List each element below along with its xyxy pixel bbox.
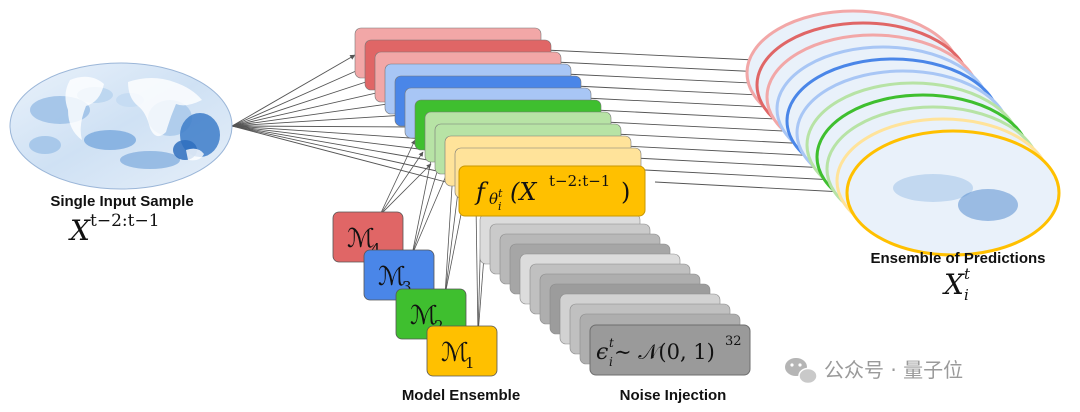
output-arrow bbox=[634, 157, 828, 171]
output-arrow bbox=[614, 133, 812, 147]
model-index: 4 bbox=[371, 240, 381, 258]
input-arrow bbox=[231, 125, 426, 142]
output-arrow bbox=[604, 121, 804, 135]
svg-text:(X: (X bbox=[510, 178, 537, 206]
model-tile-4: ℳ4 bbox=[332, 211, 404, 263]
svg-text:i: i bbox=[964, 286, 969, 304]
model-index: 1 bbox=[465, 354, 475, 372]
model-index: 3 bbox=[402, 278, 412, 296]
function-box: f θ t i (X t−2:t−1 ) bbox=[458, 165, 646, 217]
noise-injection-caption: Noise Injection bbox=[620, 387, 727, 404]
output-arrow bbox=[654, 181, 844, 195]
continent-australia bbox=[186, 148, 204, 161]
svg-text:t: t bbox=[498, 187, 503, 200]
svg-text:θ: θ bbox=[489, 190, 498, 208]
input-map bbox=[9, 62, 233, 190]
output-arrow bbox=[574, 85, 780, 99]
model-symbol: ℳ bbox=[347, 224, 375, 254]
svg-text:i: i bbox=[498, 200, 502, 213]
svg-text:32: 32 bbox=[725, 334, 742, 349]
weather-pattern bbox=[84, 130, 136, 150]
model-symbol: ℳ bbox=[441, 338, 469, 368]
svg-text:t−2:t−1: t−2:t−1 bbox=[549, 172, 610, 190]
input-arrow bbox=[231, 89, 386, 127]
svg-text:X: X bbox=[942, 268, 965, 301]
prediction-map bbox=[845, 129, 1061, 257]
input-arrow bbox=[231, 124, 416, 130]
input-arrow bbox=[231, 112, 406, 127]
input-arrow bbox=[231, 125, 446, 165]
noise-formula-box: ϵ t i ∼ 𝒩(0, 1) 32 bbox=[589, 324, 751, 376]
input-arrow bbox=[231, 125, 466, 189]
model-arrow bbox=[379, 163, 432, 216]
model-arrow bbox=[379, 151, 424, 216]
svg-text:∼ 𝒩(0, 1): ∼ 𝒩(0, 1) bbox=[614, 340, 715, 364]
continent-americas bbox=[65, 76, 104, 140]
svg-text:t: t bbox=[964, 265, 971, 283]
model-arrow bbox=[411, 163, 452, 256]
continent-eurasia-africa bbox=[128, 78, 202, 137]
model-tile-1: ℳ1 bbox=[426, 325, 498, 377]
input-arrow bbox=[231, 101, 396, 127]
input-caption: Single Input Sample bbox=[50, 193, 193, 210]
model-ensemble-tiles: ℳ4ℳ3ℳ2ℳ1 bbox=[332, 211, 498, 377]
predictions-caption: Ensemble of Predictions bbox=[870, 250, 1045, 267]
output-arrow bbox=[564, 73, 772, 87]
output-arrow bbox=[554, 61, 764, 75]
input-arrow bbox=[231, 125, 436, 154]
svg-text:): ) bbox=[621, 178, 630, 206]
input-variable: X t−2:t−1 bbox=[68, 211, 160, 247]
weather-pattern bbox=[120, 151, 180, 169]
output-arrow bbox=[644, 169, 836, 183]
output-arrow bbox=[584, 97, 788, 111]
wechat-icon bbox=[785, 358, 818, 385]
output-arrow bbox=[594, 109, 796, 123]
model-tile-3: ℳ3 bbox=[363, 249, 435, 301]
svg-text:t: t bbox=[609, 336, 614, 350]
model-stack bbox=[354, 27, 642, 199]
weather-pattern bbox=[29, 136, 61, 154]
prediction-variable: X t i bbox=[942, 265, 971, 304]
input-arrow bbox=[231, 77, 376, 127]
svg-text:i: i bbox=[609, 355, 613, 369]
output-arrow bbox=[544, 49, 756, 63]
input-arrow bbox=[231, 125, 456, 177]
watermark-text: 公众号 · 量子位 bbox=[824, 358, 963, 382]
svg-text:X: X bbox=[68, 214, 91, 247]
model-ensemble-caption: Model Ensemble bbox=[402, 387, 520, 404]
input-arrow bbox=[231, 66, 366, 127]
output-arrow bbox=[624, 145, 820, 159]
prediction-stack bbox=[745, 9, 1061, 257]
model-symbol: ℳ bbox=[378, 262, 406, 292]
svg-text:ϵ: ϵ bbox=[596, 340, 608, 365]
model-arrow bbox=[379, 139, 416, 216]
svg-text:t−2:t−1: t−2:t−1 bbox=[90, 211, 160, 231]
input-arrow bbox=[231, 54, 356, 127]
watermark: 公众号 · 量子位 bbox=[785, 358, 963, 385]
